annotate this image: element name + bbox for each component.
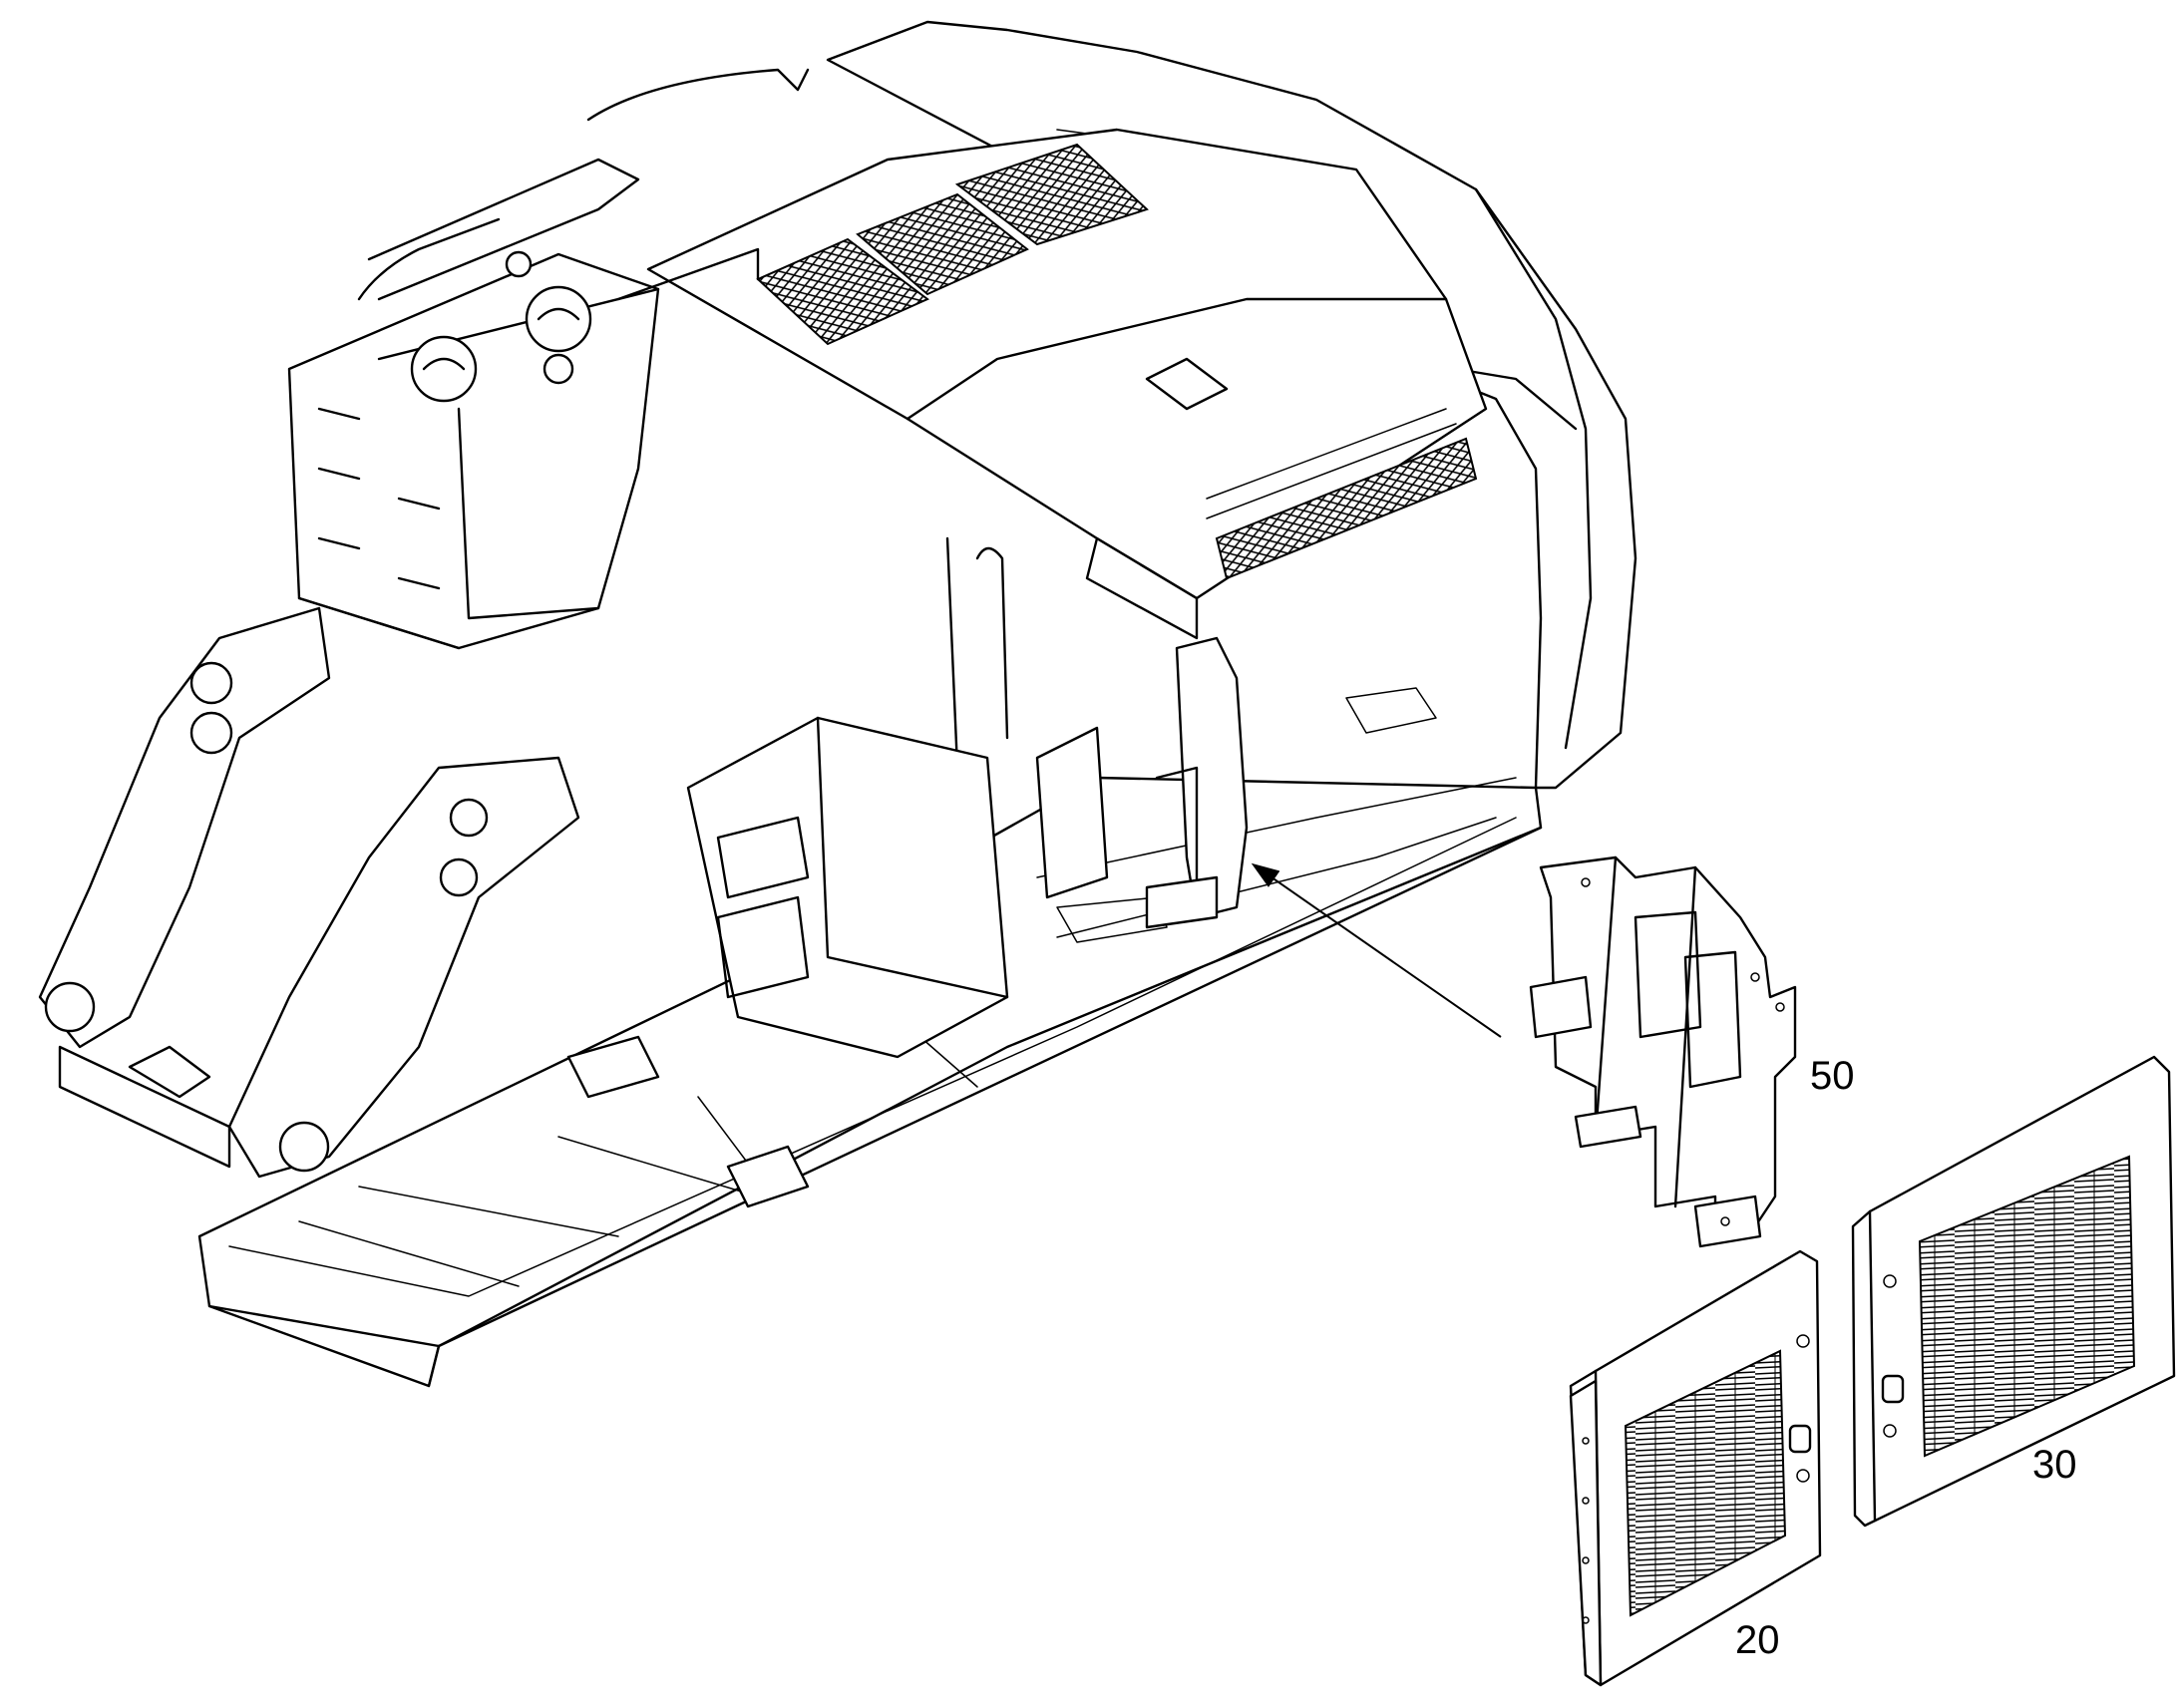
callout-30: 30 [2032, 1443, 2077, 1487]
engine-hood [616, 128, 1488, 640]
door-latch-icon [1881, 1374, 1905, 1404]
tank-cap-icon [525, 285, 592, 353]
center-frame-interior [566, 716, 1009, 1208]
door-latch-icon [1788, 1424, 1812, 1454]
leader-arrow [1251, 862, 1502, 1038]
mounting-bracket-part [1529, 855, 1797, 1248]
right-side-door-part [1851, 1055, 2176, 1528]
left-side-door-part [1569, 1249, 1822, 1687]
callout-20: 20 [1735, 1618, 1780, 1662]
boom-mount-plates [38, 606, 580, 1179]
handrails [357, 68, 1009, 770]
installed-bracket-position [1035, 636, 1249, 929]
tank-cap-icon [410, 335, 478, 403]
callout-50: 50 [1810, 1054, 1855, 1098]
hydraulic-tank [287, 158, 660, 650]
